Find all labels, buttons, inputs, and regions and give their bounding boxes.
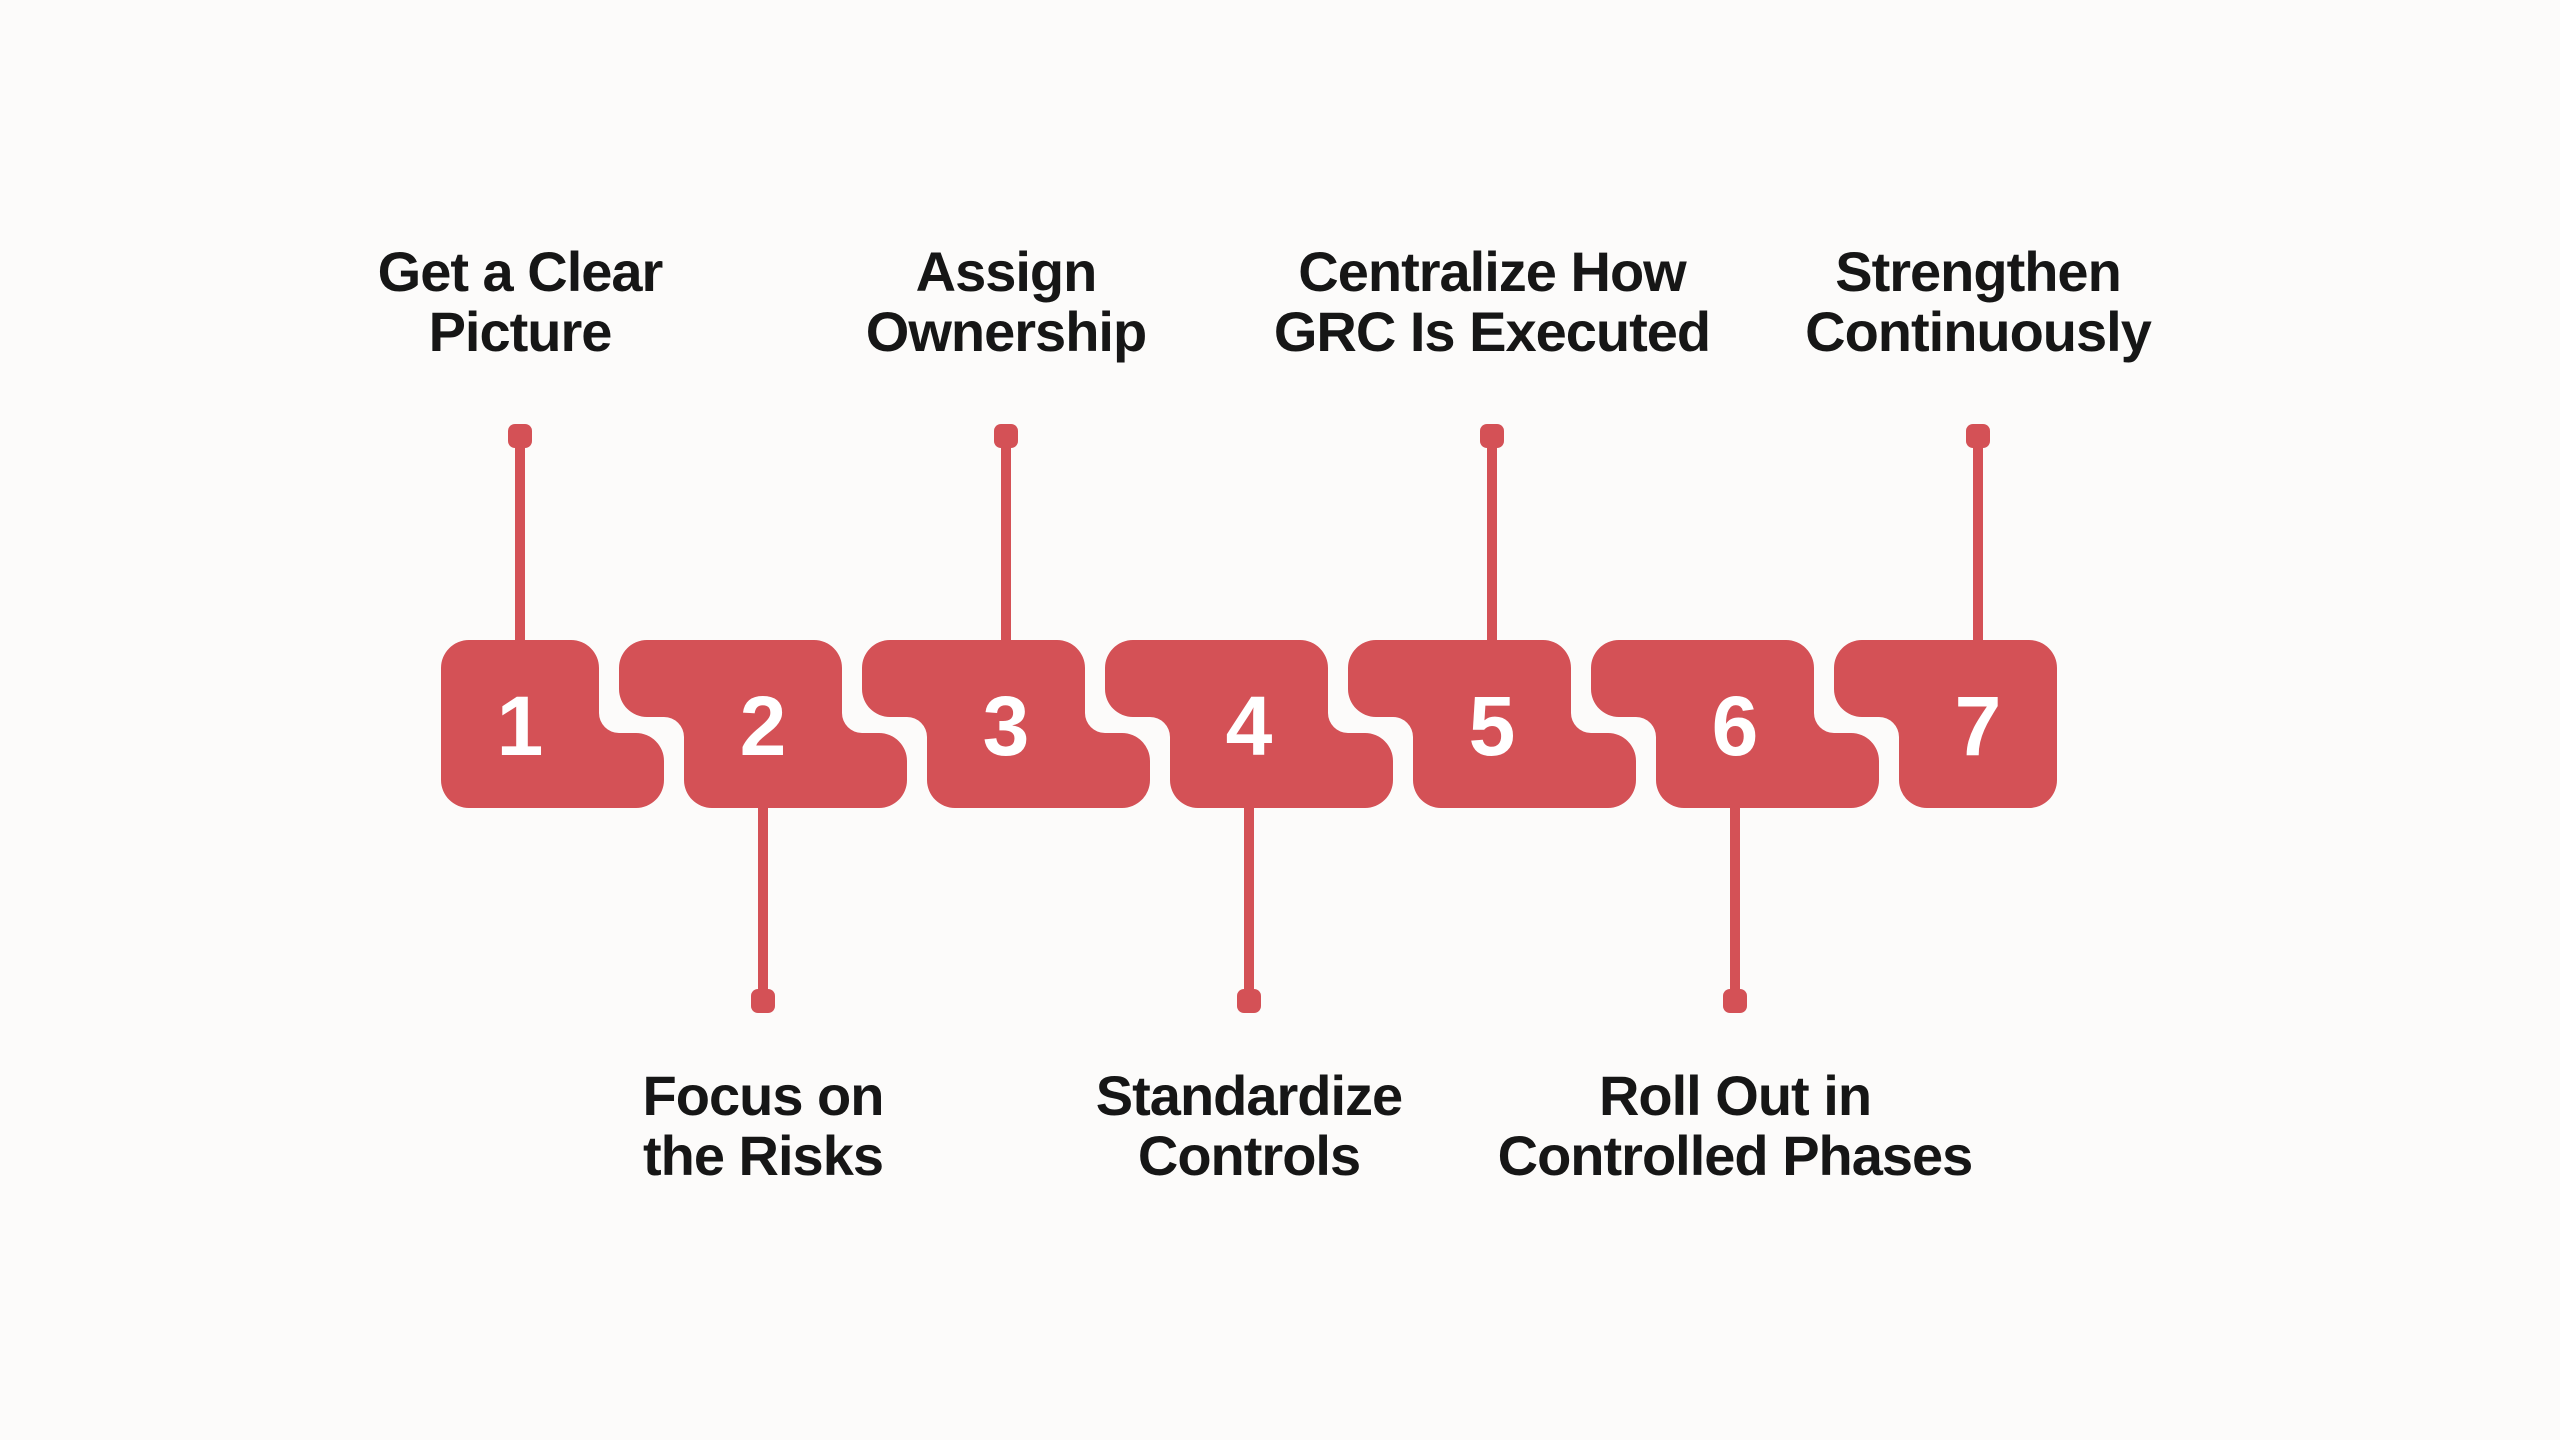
step-block-shape-3 xyxy=(862,640,1150,808)
step-group-5: 5 xyxy=(1348,424,1636,808)
step-label-5-line2: GRC Is Executed xyxy=(1273,300,1711,363)
connector-dot-4 xyxy=(1237,989,1261,1013)
connector-line-4 xyxy=(1244,804,1254,990)
step-label-6-line2: Controlled Phases xyxy=(1497,1124,1974,1187)
step-group-7: 7 xyxy=(1834,424,2057,808)
step-block-shape-5 xyxy=(1348,640,1636,808)
step-group-1: 1 xyxy=(441,424,664,808)
connector-dot-5 xyxy=(1480,424,1504,448)
step-label-5: Centralize How GRC Is Executed xyxy=(1142,242,1842,362)
step-label-5-line1: Centralize How xyxy=(1298,240,1686,303)
step-block-shape-6 xyxy=(1591,640,1879,808)
step-label-1-line1: Get a Clear xyxy=(377,240,664,303)
step-block-shape-1 xyxy=(441,640,664,808)
step-label-1-line2: Picture xyxy=(428,300,613,363)
step-label-2-line1: Focus on xyxy=(642,1064,885,1127)
step-group-3: 3 xyxy=(862,424,1150,808)
connector-dot-3 xyxy=(994,424,1018,448)
connector-line-3 xyxy=(1001,448,1011,646)
step-label-1: Get a Clear Picture xyxy=(170,242,870,362)
step-label-3: Assign Ownership xyxy=(656,242,1356,362)
step-label-7-line2: Continuously xyxy=(1805,300,2152,363)
connector-dot-2 xyxy=(751,989,775,1013)
step-label-4: Standardize Controls xyxy=(899,1066,1599,1186)
step-number-5: 5 xyxy=(1469,679,1516,773)
connector-line-7 xyxy=(1973,448,1983,646)
step-label-7: Strengthen Continuously xyxy=(1628,242,2328,362)
step-number-3: 3 xyxy=(983,679,1030,773)
step-block-shape-2 xyxy=(619,640,907,808)
step-group-6: 6 xyxy=(1591,640,1879,1013)
step-label-7-line1: Strengthen xyxy=(1835,240,2122,303)
connector-dot-1 xyxy=(508,424,532,448)
connector-dot-6 xyxy=(1723,989,1747,1013)
step-label-6: Roll Out in Controlled Phases xyxy=(1385,1066,2085,1186)
step-number-4: 4 xyxy=(1226,679,1273,773)
step-label-3-line2: Ownership xyxy=(865,300,1147,363)
step-label-4-line2: Controls xyxy=(1137,1124,1361,1187)
step-number-1: 1 xyxy=(497,679,544,773)
step-group-4: 4 xyxy=(1105,640,1393,1013)
connector-dot-7 xyxy=(1966,424,1990,448)
step-number-6: 6 xyxy=(1712,679,1759,773)
step-label-2-line2: the Risks xyxy=(643,1124,884,1187)
connector-line-1 xyxy=(515,448,525,646)
step-block-shape-7 xyxy=(1834,640,2057,808)
step-label-6-line1: Roll Out in xyxy=(1598,1064,1872,1127)
connector-line-6 xyxy=(1730,804,1740,990)
step-label-4-line1: Standardize xyxy=(1095,1064,1403,1127)
step-label-2: Focus on the Risks xyxy=(413,1066,1113,1186)
step-number-2: 2 xyxy=(740,679,787,773)
step-number-7: 7 xyxy=(1955,679,2002,773)
step-group-2: 2 xyxy=(619,640,907,1013)
connector-line-2 xyxy=(758,804,768,990)
step-block-shape-4 xyxy=(1105,640,1393,808)
step-label-3-line1: Assign xyxy=(915,240,1098,303)
connector-line-5 xyxy=(1487,448,1497,646)
